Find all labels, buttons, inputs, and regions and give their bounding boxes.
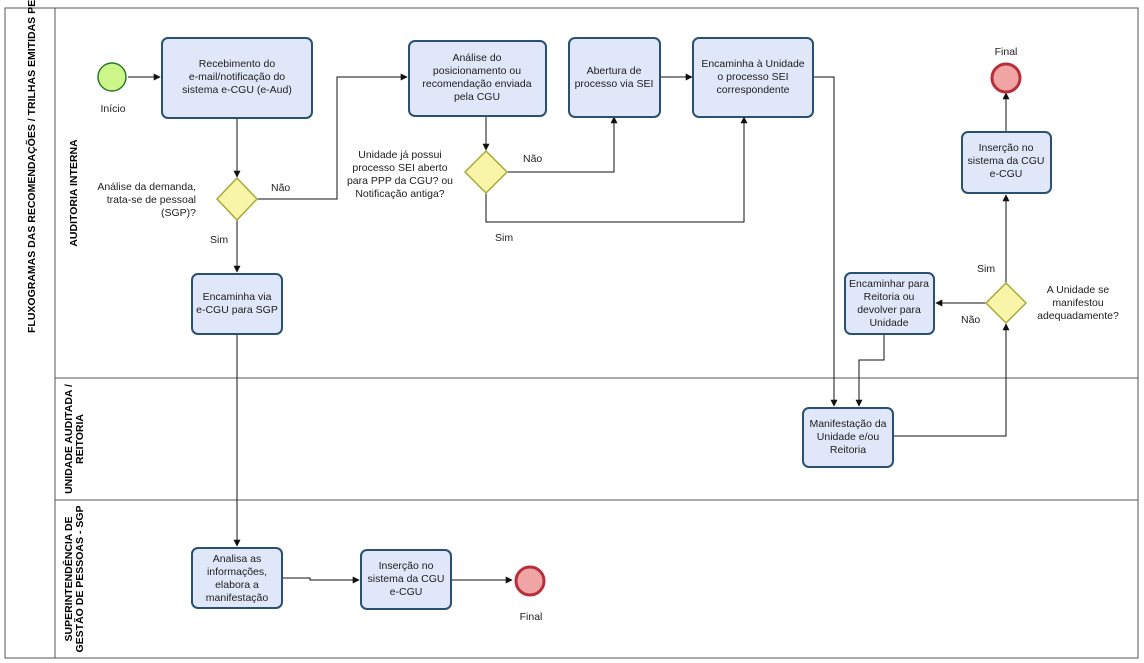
sequence-flows	[128, 73, 1010, 584]
svg-text:REITORIA: REITORIA	[74, 414, 86, 464]
lane-title-unidade: UNIDADE AUDITADA / REITORIA	[63, 384, 86, 494]
flow-label-manifestou-nao: Não	[961, 314, 980, 326]
svg-text:UNIDADE AUDITADA /: UNIDADE AUDITADA /	[63, 384, 75, 494]
svg-text:Análise da demanda,trata-se de: Análise da demanda,trata-se de pessoal(S…	[97, 181, 196, 219]
svg-text:GESTÃO DE PESSOAS - SGP: GESTÃO DE PESSOAS - SGP	[73, 505, 86, 652]
lane-title-sgp: SUPERINTENDÊNCIA DE GESTÃO DE PESSOAS - …	[62, 505, 86, 652]
svg-text:Recebimento doe-mail/notificaç: Recebimento doe-mail/notificação dosiste…	[182, 58, 292, 96]
gateway-manifestou[interactable]	[984, 281, 1028, 325]
gateway-sei-aberto[interactable]	[463, 149, 509, 195]
end-event-auditoria-label: Final	[995, 46, 1018, 58]
end-event-auditoria[interactable]	[990, 62, 1022, 94]
start-event-label: Início	[100, 103, 125, 115]
end-event-sgp-label: Final	[520, 611, 543, 623]
flow-label-pessoal-nao: Não	[271, 182, 290, 194]
end-event-sgp[interactable]	[514, 565, 546, 597]
lane-title-auditoria: AUDITORIA INTERNA	[68, 139, 80, 247]
flow-label-sei-nao: Não	[523, 153, 542, 165]
svg-text:SUPERINTENDÊNCIA DE: SUPERINTENDÊNCIA DE	[62, 516, 75, 641]
gateway-pessoal[interactable]	[215, 176, 259, 222]
gateway-pessoal-label: Análise da demanda,trata-se de pessoal(S…	[97, 181, 196, 219]
pool-frame	[4, 7, 1139, 659]
start-event[interactable]	[97, 62, 127, 92]
flow-label-manifestou-sim: Sim	[977, 263, 995, 275]
flow-label-pessoal-sim: Sim	[210, 234, 228, 246]
pool-title: FLUXOGRAMAS DAS RECOMENDAÇÕES / TRILHAS …	[25, 0, 38, 333]
flow-label-sei-sim: Sim	[495, 232, 513, 244]
